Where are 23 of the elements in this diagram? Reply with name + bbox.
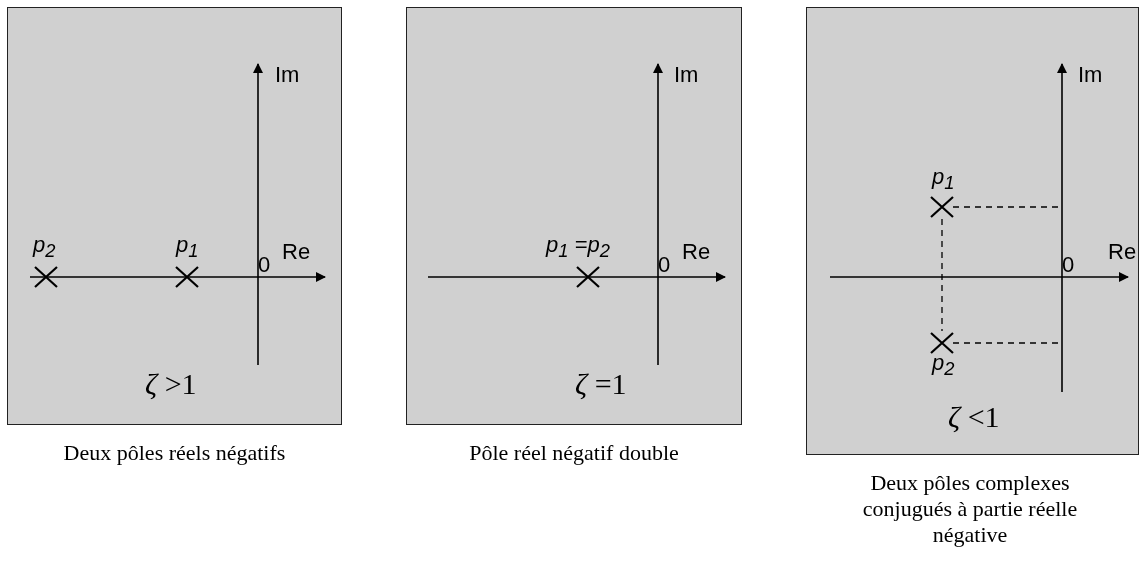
pole-label: p$_{2}$ (932, 352, 955, 379)
plot-panel (406, 7, 742, 425)
plot-panel (7, 7, 342, 425)
pole-label: p$_{1}$ =p$_{2}$ (546, 234, 610, 261)
origin-label: 0 (658, 254, 671, 276)
pole-label: p$_{1}$ (176, 234, 199, 261)
condition-label: ζ =1 (575, 367, 627, 401)
axis-label: Re (282, 241, 311, 263)
plot-panel (806, 7, 1139, 455)
axis-label: Im (1078, 64, 1103, 86)
condition-label: ζ <1 (948, 400, 1000, 434)
pole-label: p$_{2}$ (33, 234, 56, 261)
panel-label: Pôle réel négatif double (468, 440, 680, 466)
panel-label: Deux pôles réels négatifs (62, 440, 287, 466)
panel-label: Deux pôles complexes conjugués à partie réelle négative (861, 470, 1079, 548)
origin-label: 0 (258, 254, 271, 276)
condition-label: ζ >1 (145, 367, 197, 401)
axis-label: Re (1108, 241, 1137, 263)
axis-label: Im (674, 64, 699, 86)
axis-label: Im (275, 64, 300, 86)
origin-label: 0 (1062, 254, 1075, 276)
pole-label: p$_{1}$ (932, 166, 955, 193)
axis-label: Re (682, 241, 711, 263)
